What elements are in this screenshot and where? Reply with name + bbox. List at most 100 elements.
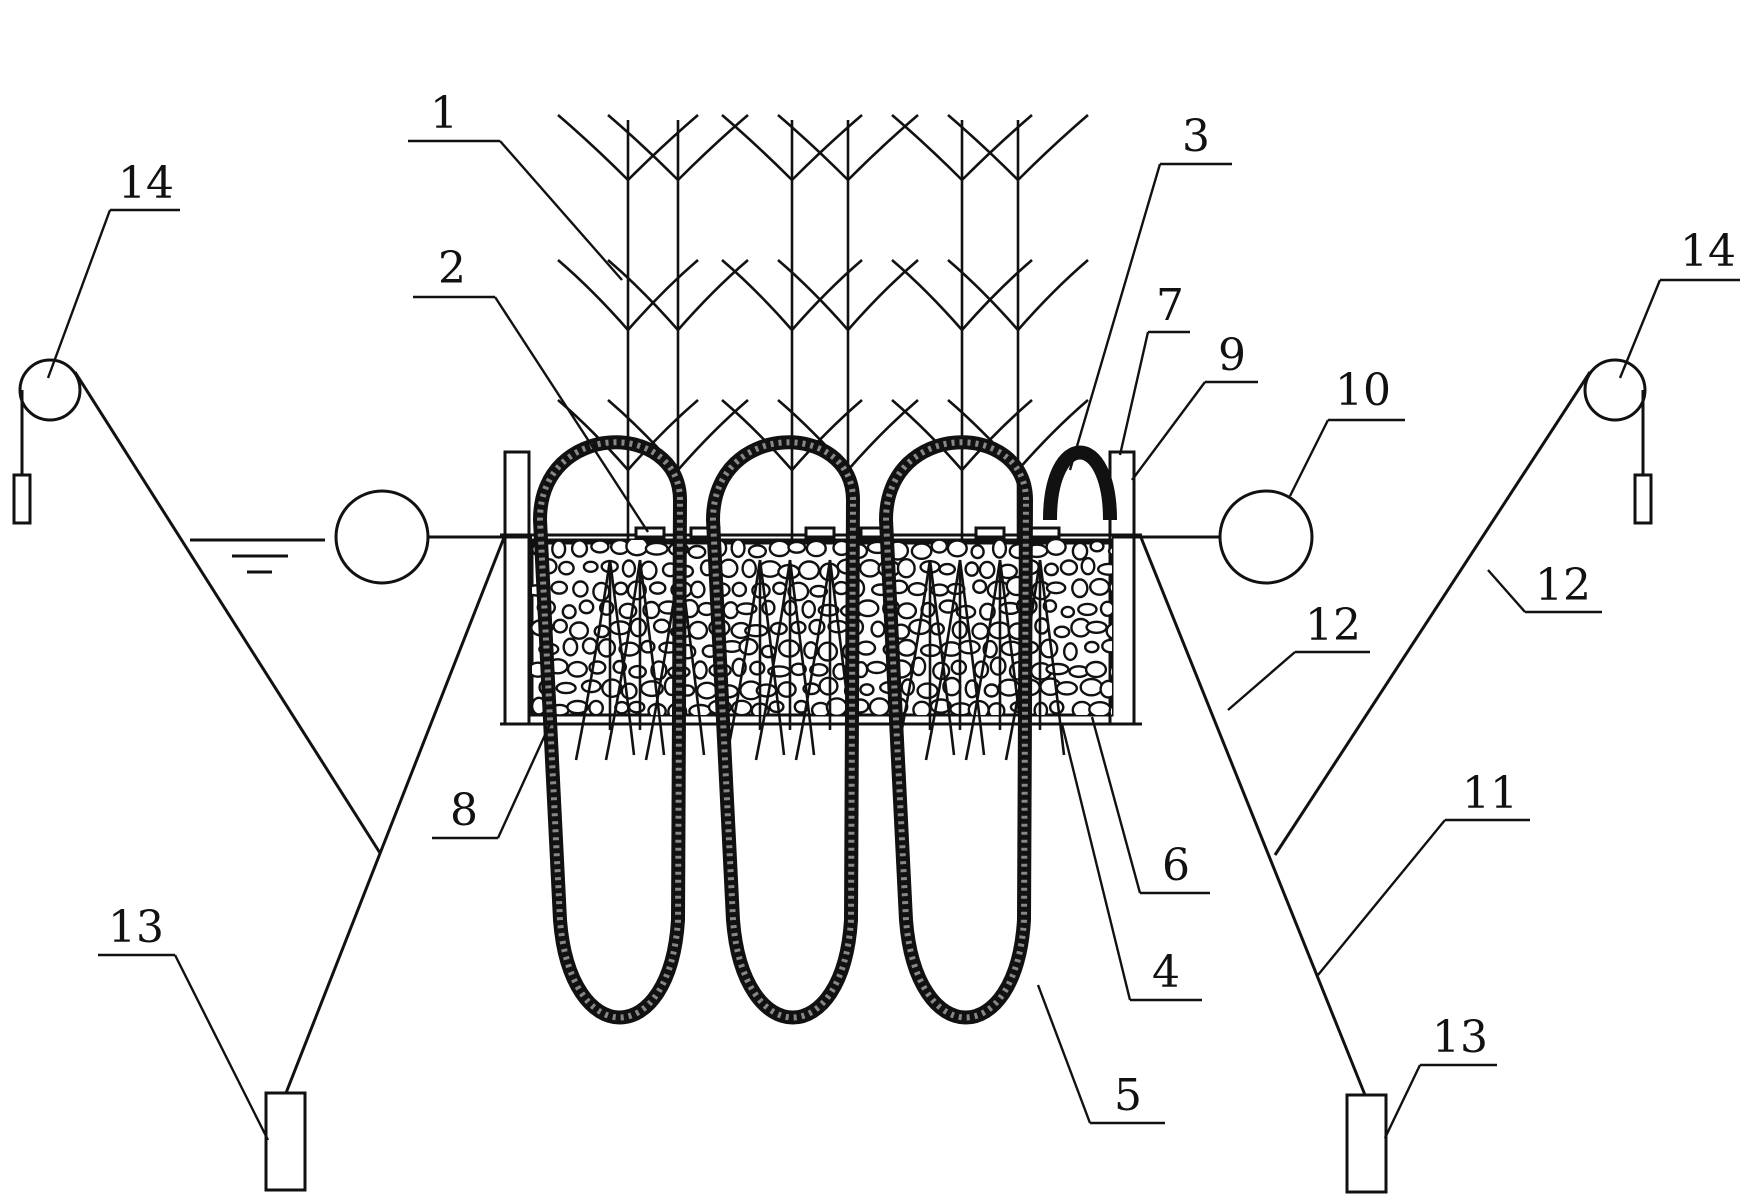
gravel-stone — [689, 580, 706, 599]
plant-root — [924, 559, 962, 761]
gravel-stone — [1045, 662, 1070, 676]
gravel-stone — [910, 542, 933, 561]
plant-leaf — [721, 259, 793, 331]
gravel-stone — [801, 600, 817, 619]
gravel-stone — [991, 540, 1008, 559]
coil-end-loop — [1043, 445, 1117, 521]
plant-root — [788, 559, 816, 756]
coil-loop-texture — [536, 439, 683, 1021]
gravel-stone — [1084, 660, 1108, 679]
gravel-stone — [787, 581, 810, 602]
gravel-stone — [582, 560, 599, 573]
plant-leaf — [847, 259, 919, 331]
gravel-stone — [896, 558, 916, 579]
gravel-stone — [555, 681, 577, 695]
gravel-stone — [866, 660, 888, 675]
gravel-stone — [1085, 620, 1108, 634]
gravel-stone — [566, 660, 588, 678]
label-7: 7 — [1156, 280, 1184, 331]
gravel-stone — [809, 584, 829, 598]
gravel-stone — [629, 617, 648, 638]
label-1: 1 — [430, 88, 458, 139]
gravel-stone — [808, 618, 826, 636]
left-pulley-rope — [73, 371, 382, 854]
plant-leaf — [791, 259, 863, 331]
gravel-stone — [749, 660, 766, 676]
gravel-stone — [809, 663, 829, 677]
gravel-stone — [870, 620, 886, 638]
left-anchor-rope — [284, 534, 507, 1094]
gravel-stone — [644, 541, 669, 556]
gravel-stone — [971, 622, 990, 641]
gravel-stone — [978, 560, 996, 580]
gravel-stone — [566, 699, 589, 715]
plant-leaf — [947, 259, 1019, 331]
water-level-symbol — [190, 538, 325, 574]
plant-leaf — [607, 259, 679, 331]
plant-root — [574, 559, 612, 761]
gravel-stone — [1089, 540, 1105, 553]
label-14-right: 14 — [1680, 226, 1736, 277]
gravel-stone — [1084, 640, 1100, 654]
planting-cup — [634, 526, 666, 539]
plant-leaf — [677, 259, 749, 331]
plant-leaf — [1017, 114, 1089, 181]
left-anchor-block — [264, 1091, 307, 1192]
gravel-stone — [787, 540, 807, 554]
gravel-stone — [983, 683, 1000, 698]
plant-leaf — [777, 114, 849, 181]
gravel-stone — [768, 540, 791, 558]
plant-leaf — [947, 114, 1019, 181]
gravel-stone — [856, 599, 880, 618]
gravel-stone — [621, 559, 637, 578]
coil-loop-texture — [882, 439, 1029, 1021]
plant-leaf — [847, 399, 919, 471]
coil-loop-texture — [709, 439, 856, 1021]
gravel-stone — [696, 681, 719, 700]
plant-leaf — [721, 114, 793, 181]
gravel-stone — [628, 664, 647, 679]
gravel-stone — [620, 682, 638, 700]
gravel-stone — [930, 540, 949, 554]
gravel-stone — [855, 640, 877, 656]
label-14-left: 14 — [118, 158, 174, 209]
left-mooring — [12, 358, 507, 1192]
gravel-stone — [1108, 704, 1112, 715]
gravel-stone — [722, 601, 739, 620]
gravel-stone — [1055, 681, 1079, 696]
gravel-stone — [1107, 545, 1112, 557]
plant-leaf — [1017, 399, 1089, 471]
gravel-stone — [1099, 600, 1112, 617]
gravel-stone — [1125, 644, 1138, 657]
plant-root — [1038, 559, 1066, 756]
gravel-stone — [613, 581, 629, 596]
gravel-stone — [1101, 638, 1112, 654]
gravel-stone — [1080, 557, 1096, 576]
plant-root — [794, 559, 832, 761]
gravel-stone — [1077, 602, 1098, 617]
plant-root — [754, 559, 792, 761]
gravel-stone — [1108, 581, 1112, 594]
gravel-stone — [1045, 581, 1067, 595]
gravel-stone — [578, 599, 595, 615]
gravel-stone — [946, 540, 968, 558]
gravel-stone — [570, 540, 589, 558]
gravel-stone — [859, 683, 875, 697]
gravel-stone — [551, 540, 567, 559]
gravel-stone — [896, 602, 918, 620]
leader-lines — [46, 139, 1740, 1141]
gravel-stone — [561, 604, 577, 620]
gravel-stone — [568, 621, 590, 640]
planting-cups — [634, 526, 1061, 539]
gravel-stone — [1045, 540, 1067, 556]
planting-cup — [804, 526, 836, 539]
plant-leaf — [1017, 259, 1089, 331]
label-11: 11 — [1462, 768, 1518, 819]
gravel-stone — [817, 641, 839, 662]
plant-leaf — [677, 114, 749, 181]
plant-leaf — [891, 114, 963, 181]
gravel-stone — [1079, 677, 1104, 697]
gravel-stone — [760, 644, 777, 659]
plant-leaf — [627, 259, 699, 331]
